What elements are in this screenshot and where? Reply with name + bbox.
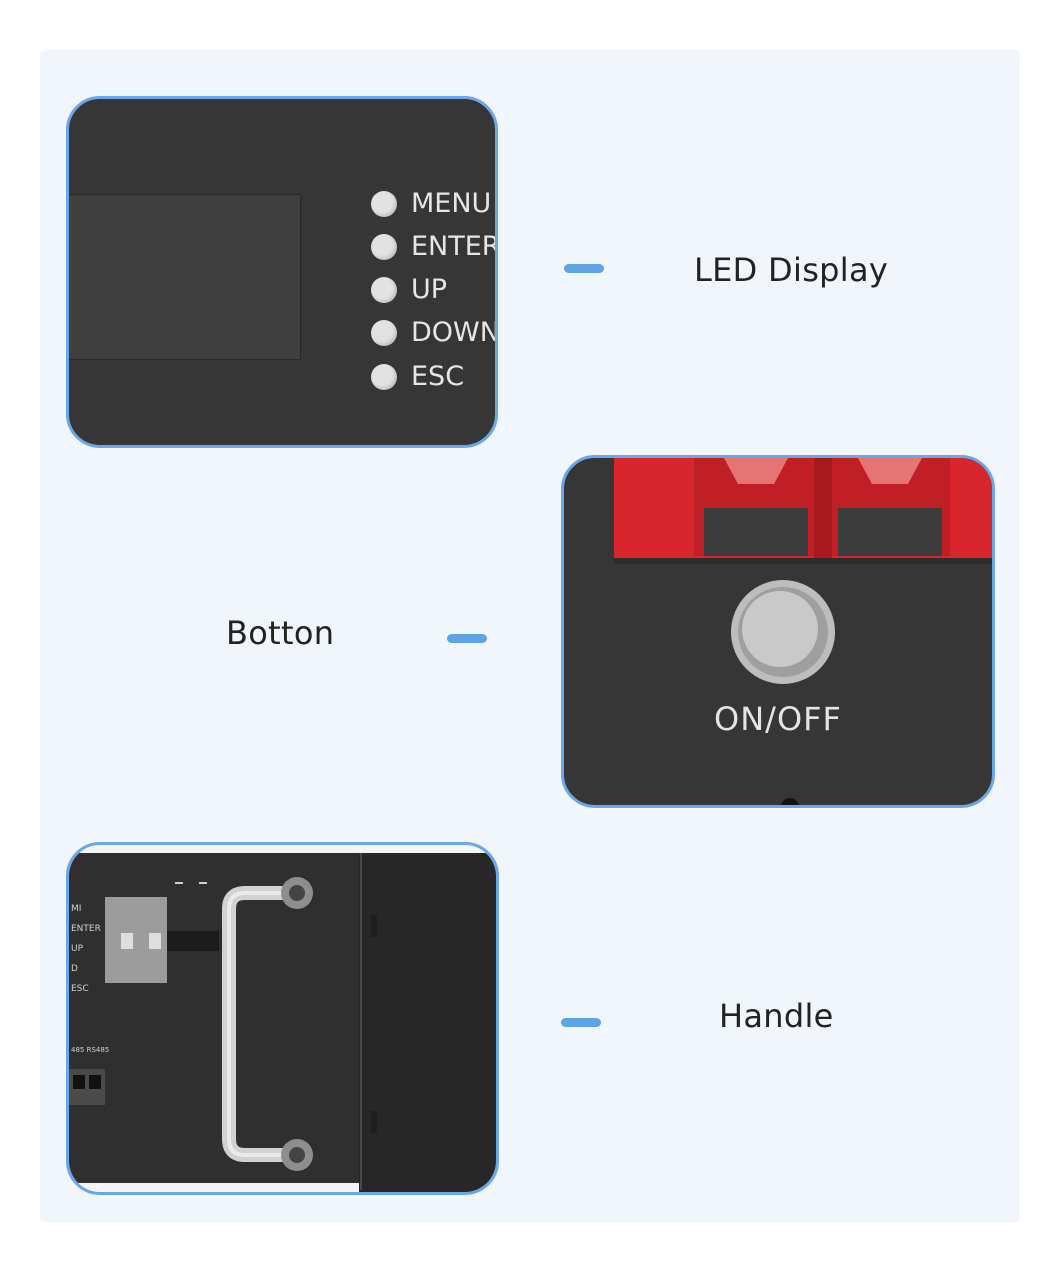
power-button-card: ON/OFF	[561, 455, 995, 808]
led-display-label: LED Display	[694, 251, 889, 289]
button-label: UP	[411, 274, 448, 305]
side-label: ENTER	[71, 924, 101, 934]
enter-button: ENTER	[371, 231, 498, 262]
port-label: 485 RS485	[71, 1046, 110, 1054]
side-label: D	[71, 964, 78, 974]
botton-label: Botton	[226, 614, 335, 652]
callout-dash	[561, 1018, 601, 1027]
handle-label: Handle	[719, 997, 834, 1035]
terminal-slot	[838, 508, 942, 556]
button-dot-icon	[371, 276, 397, 303]
side-label: MI	[71, 904, 82, 914]
button-label: MENU	[411, 188, 492, 219]
button-label: ENTER	[411, 231, 498, 262]
side-label: ESC	[71, 984, 89, 994]
on-off-label: ON/OFF	[714, 700, 842, 738]
button-label: ESC	[411, 361, 465, 392]
up-button: UP	[371, 274, 447, 305]
device-side	[359, 853, 496, 1192]
down-button: DOWN	[371, 317, 498, 348]
menu-button: MENU	[371, 188, 491, 219]
terminal-block-illustration	[614, 458, 992, 805]
button-label: DOWN	[411, 317, 498, 348]
esc-button: ESC	[371, 361, 464, 392]
button-dot-icon	[371, 190, 397, 217]
side-label: UP	[71, 944, 84, 954]
button-dot-icon	[371, 363, 397, 390]
button-dot-icon	[371, 319, 397, 346]
terminal-slot	[704, 508, 808, 556]
handle-card: MI ENTER UP D ESC 485 RS485	[66, 842, 499, 1195]
lcd-screen	[69, 194, 301, 360]
led-display-card: MENU ENTER UP DOWN ESC	[66, 96, 498, 448]
callout-dash	[447, 634, 487, 643]
button-dot-icon	[371, 233, 397, 260]
handle-illustration	[69, 853, 496, 1192]
callout-dash	[564, 264, 604, 273]
